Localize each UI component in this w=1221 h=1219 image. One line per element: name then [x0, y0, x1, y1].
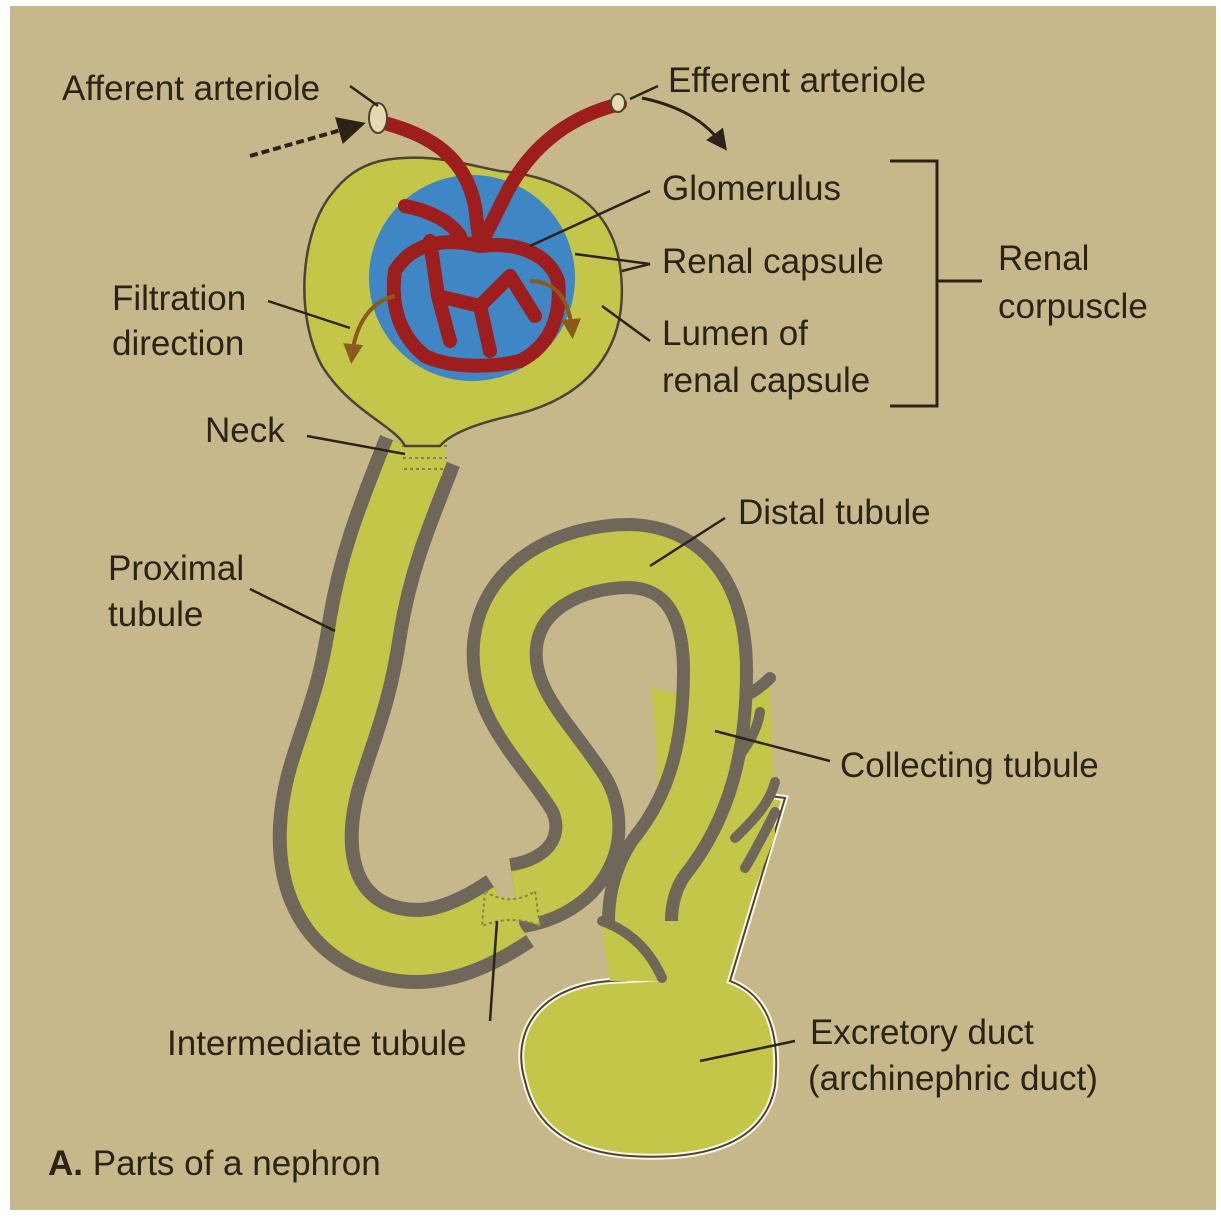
label-collecting-tubule: Collecting tubule: [840, 743, 1099, 789]
efferent-flow-arrow: [642, 98, 722, 144]
label-excretory-line2: (archinephric duct): [808, 1056, 1098, 1102]
label-afferent-arteriole: Afferent arteriole: [62, 66, 320, 112]
label-lumen-line2: renal capsule: [662, 358, 870, 404]
distal-tubule: [505, 556, 715, 921]
label-renal-capsule: Renal capsule: [662, 239, 884, 285]
figure-caption: A. Parts of a nephron: [48, 1141, 381, 1187]
label-distal-tubule: Distal tubule: [738, 490, 931, 536]
label-lumen-line1: Lumen of: [662, 311, 808, 357]
label-renal-corpuscle-line2: corpuscle: [998, 284, 1148, 330]
caption-letter: A.: [48, 1144, 83, 1183]
label-proximal-line2: tubule: [108, 592, 203, 638]
label-filtration-line1: Filtration: [112, 276, 246, 322]
label-excretory-line1: Excretory duct: [810, 1010, 1034, 1056]
afferent-flow-arrow: [250, 126, 355, 156]
efferent-opening: [611, 94, 625, 112]
label-efferent-arteriole: Efferent arteriole: [668, 58, 926, 104]
label-intermediate-tubule: Intermediate tubule: [167, 1021, 467, 1067]
label-proximal-line1: Proximal: [108, 546, 244, 592]
label-neck: Neck: [205, 408, 285, 454]
label-renal-corpuscle-line1: Renal: [998, 236, 1089, 282]
afferent-opening: [369, 103, 387, 133]
label-filtration-line2: direction: [112, 321, 244, 367]
label-glomerulus: Glomerulus: [662, 166, 841, 212]
diagram-frame: Afferent arteriole Efferent arteriole Gl…: [10, 6, 1216, 1210]
caption-text: Parts of a nephron: [93, 1144, 381, 1183]
renal-corpuscle-bracket: [890, 161, 982, 406]
